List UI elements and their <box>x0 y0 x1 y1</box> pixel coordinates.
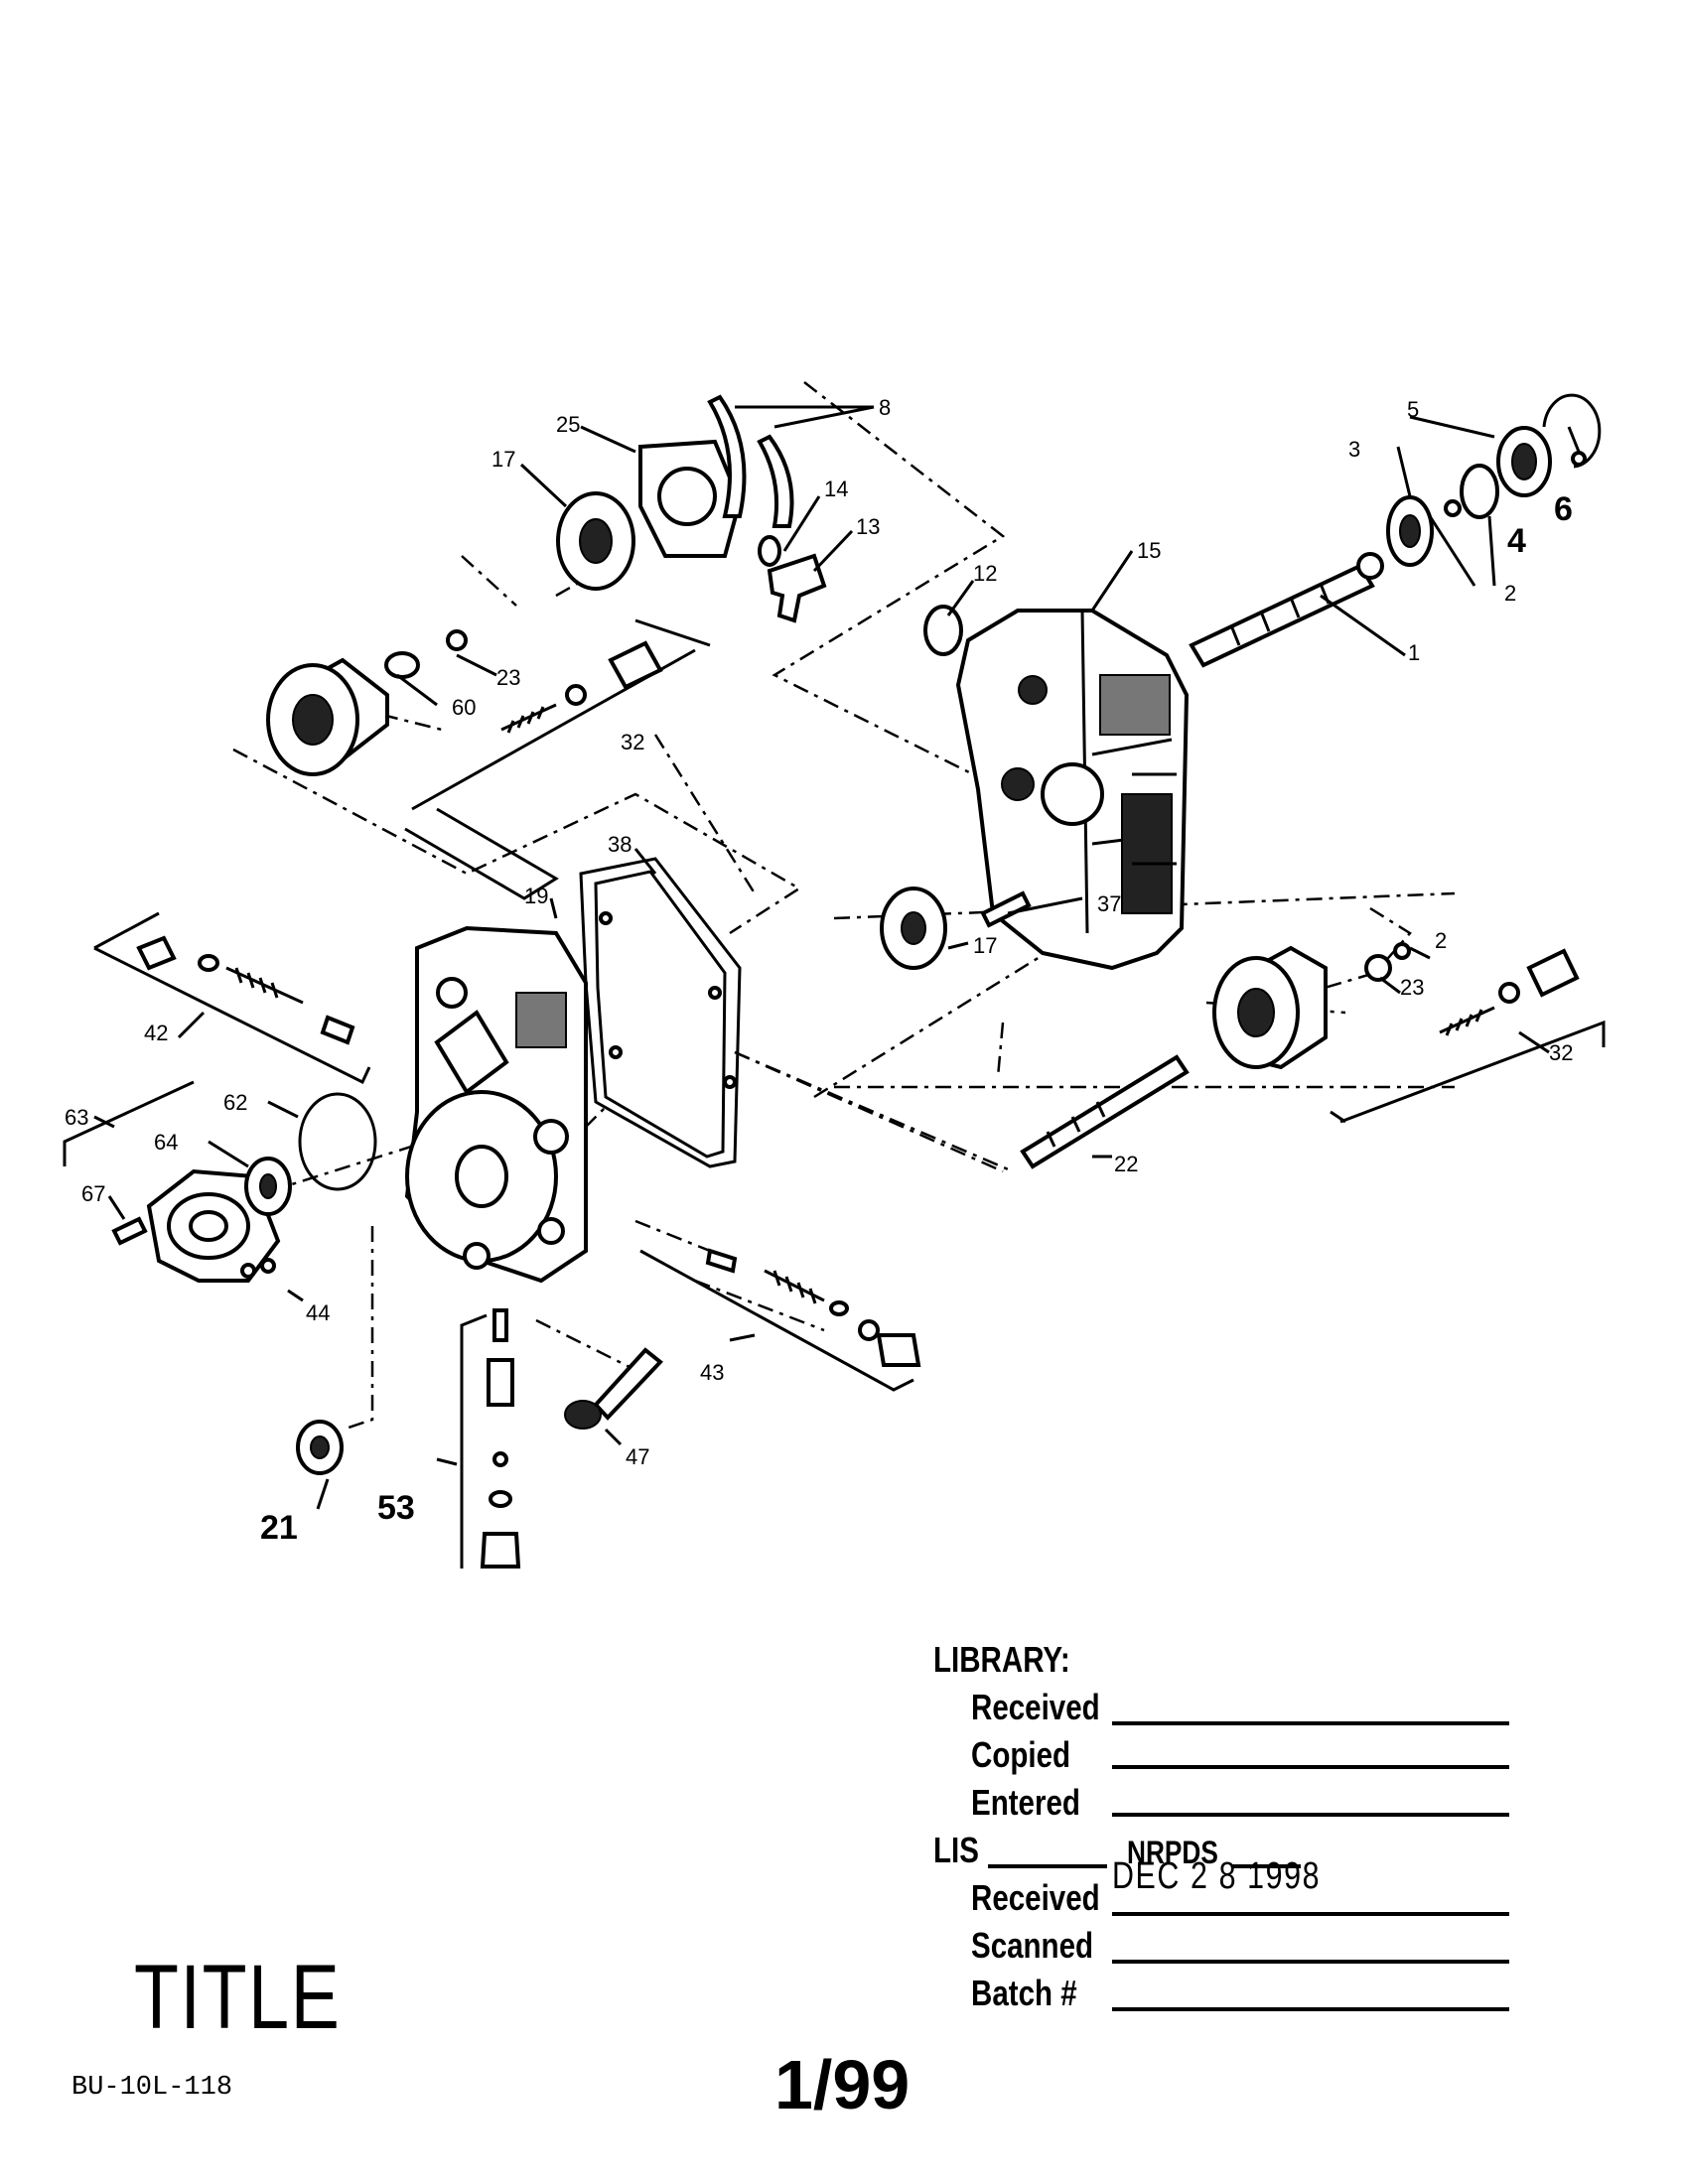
left-top-bearing-group <box>266 491 663 776</box>
callout-44: 44 <box>306 1300 330 1325</box>
plate-and-seals-top <box>638 394 963 656</box>
callout-1: 1 <box>1408 640 1420 665</box>
callout-8: 8 <box>879 395 891 420</box>
callout-15: 15 <box>1137 538 1161 563</box>
bottom-bearing-and-pin <box>880 887 1032 970</box>
stamp-entered-line <box>1112 1813 1509 1817</box>
valve-assembly-42 <box>136 935 355 1045</box>
callout-32: 32 <box>621 730 644 754</box>
stamp-nrpds: NRPDS <box>1127 1835 1218 1870</box>
callout-12: 12 <box>973 561 997 586</box>
callout-23: 23 <box>496 665 520 690</box>
valve-assembly-43 <box>705 1248 921 1367</box>
callout-42: 42 <box>144 1021 168 1045</box>
bolt-47 <box>564 1347 663 1430</box>
stamp-library-heading: LIBRARY: <box>933 1639 1070 1680</box>
pump-plate-group <box>111 1092 377 1283</box>
stamp-entered-label: Entered <box>971 1782 1080 1823</box>
callout-2: 2 <box>1504 581 1516 606</box>
callout-60: 60 <box>452 695 476 720</box>
stamp-lis-received-line <box>1112 1912 1509 1916</box>
part-number-callouts: 1 2 2 3 4 5 6 8 12 13 14 15 17 17 19 21 … <box>65 395 1573 1547</box>
stamp-batch-line <box>1112 2007 1509 2011</box>
callout-25: 25 <box>556 412 580 437</box>
output-shaft <box>1020 1054 1190 1169</box>
callout-14: 14 <box>824 477 848 501</box>
stamp-copied-line <box>1112 1765 1509 1769</box>
main-housing <box>955 609 1190 971</box>
bearing-stack-top-right <box>1386 393 1602 567</box>
callout-67: 67 <box>81 1181 105 1206</box>
stamp-received-date: DEC 2 8 1998 <box>1112 1855 1322 1897</box>
stamp-scanned-row: Scanned <box>933 1922 1529 1970</box>
callout-53: 53 <box>377 1489 415 1527</box>
callout-4: 4 <box>1507 522 1526 560</box>
page-title: TITLE <box>134 1947 342 2048</box>
right-roller-group <box>1212 942 1580 1070</box>
stamp-lis-received-row: Received DEC 2 8 1998 <box>933 1855 1529 1922</box>
stamp-batch-row: Batch # <box>933 1970 1529 2017</box>
stamp-copied-label: Copied <box>971 1734 1071 1775</box>
input-shaft <box>1189 552 1384 668</box>
subassembly-brackets <box>63 618 1606 1569</box>
stamp-received-label: Received <box>971 1687 1100 1727</box>
bearing-21 <box>296 1420 344 1475</box>
callout-64: 64 <box>154 1130 178 1155</box>
gasket <box>579 857 742 1168</box>
callout-2: 2 <box>1435 928 1447 953</box>
library-stamp: LIBRARY: Received Copied Entered LIS NRP… <box>933 1636 1529 2017</box>
callout-21: 21 <box>260 1509 298 1547</box>
stamp-batch-label: Batch # <box>971 1973 1077 2013</box>
callout-19: 19 <box>524 884 548 908</box>
callout-13: 13 <box>856 514 880 539</box>
stamp-received-line <box>1112 1721 1509 1725</box>
page-number: 1/99 <box>774 2046 911 2123</box>
stamp-lis-line <box>988 1864 1107 1868</box>
callout-5: 5 <box>1407 397 1419 422</box>
stamp-entered-row: Entered <box>933 1779 1529 1827</box>
callout-37: 37 <box>1097 891 1121 916</box>
stamp-lis-label: LIS <box>933 1830 979 1870</box>
leader-lines <box>93 405 1581 1510</box>
stamp-received-row: Received <box>933 1684 1529 1731</box>
callout-3: 3 <box>1348 437 1360 462</box>
document-id: BU-10L-118 <box>71 2073 233 2103</box>
stamp-lis-row: LIS NRPDS <box>933 1827 1529 1874</box>
stamp-scanned-line <box>1112 1960 1509 1964</box>
stamp-lis-received-label: Received <box>971 1877 1100 1918</box>
callout-17: 17 <box>491 447 515 472</box>
stamp-nrpds-line <box>1231 1864 1301 1868</box>
callout-62: 62 <box>223 1090 247 1115</box>
callout-38: 38 <box>608 832 632 857</box>
callout-23: 23 <box>1400 975 1424 1000</box>
callout-47: 47 <box>626 1444 649 1469</box>
callout-6: 6 <box>1554 490 1573 528</box>
callout-63: 63 <box>65 1105 88 1130</box>
stamp-scanned-label: Scanned <box>971 1925 1094 1966</box>
callout-17: 17 <box>973 933 997 958</box>
valve-assembly-53 <box>480 1308 521 1569</box>
callout-32: 32 <box>1549 1040 1573 1065</box>
callout-22: 22 <box>1114 1152 1138 1176</box>
stamp-copied-row: Copied <box>933 1731 1529 1779</box>
callout-43: 43 <box>700 1360 724 1385</box>
end-cover <box>404 925 588 1284</box>
stamp-library-row: LIBRARY: <box>933 1636 1529 1684</box>
